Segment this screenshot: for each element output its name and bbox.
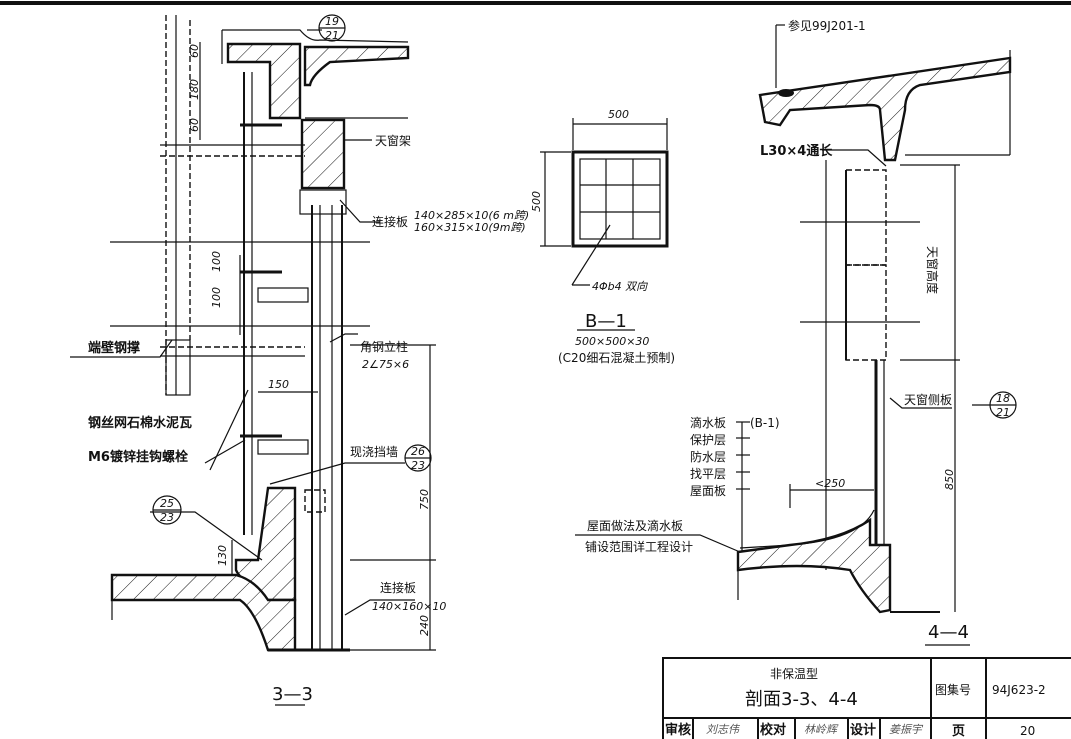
title-subtitle: 非保温型	[770, 667, 818, 681]
label-connector-spec-6m: 140×285×10(6 m跨)	[414, 209, 529, 222]
dim-750: 750	[418, 489, 431, 510]
detail-ref-25-23: 25 23	[152, 495, 182, 525]
label-reference: 参见99J201-1	[788, 18, 866, 33]
detail-ref-26-23: 26 23	[404, 444, 432, 472]
label-connector-plate-2: 连接板	[380, 580, 416, 595]
layer-protection: 保护层	[690, 433, 726, 447]
layer-roof-slab: 屋面板	[690, 484, 726, 498]
atlas-number: 94J623-2	[992, 683, 1046, 697]
ref-top: 18	[996, 392, 1010, 405]
label-skylight-height: 天窗高度	[925, 246, 940, 294]
design-signature: 姜振宇	[889, 723, 924, 736]
label-gable-truss: 端壁钢撑	[88, 340, 140, 356]
detail-b1-title: B—1	[585, 311, 627, 332]
label-angle-steel: L30×4通长	[760, 143, 833, 159]
detail-b1: 500 500 4Φb4 双向 B—1 500×500×30 (C20细石混凝土…	[530, 108, 675, 365]
ref-bottom: 23	[411, 459, 425, 472]
label-angle-column: 角钢立柱	[360, 339, 408, 354]
label-cast-wall: 现浇挡墙	[350, 445, 398, 459]
dim-500-height: 500	[530, 191, 543, 212]
section-3-3-dimensions: 60 180 60 100 100 150 130 750 240	[188, 44, 431, 636]
dim-100: 100	[210, 287, 223, 308]
detail-ref-19-21: 19 21	[318, 14, 346, 42]
ref-top: 25	[160, 497, 174, 510]
label-side-panel: 天窗侧板	[904, 393, 952, 407]
dim-850: 850	[943, 469, 956, 490]
section-3-3-title: 3—3	[272, 684, 313, 705]
review-label: 审核	[665, 722, 691, 738]
dim-240: 240	[418, 615, 431, 636]
detail-b1-material: (C20细石混凝土预制)	[558, 350, 675, 365]
ref-bottom: 21	[996, 406, 1010, 419]
dim-130: 130	[216, 545, 229, 566]
title-block: 非保温型 剖面3-3、4-4 图集号 94J623-2 页 20 审核 校对 设…	[662, 657, 1071, 739]
title-main: 剖面3-3、4-4	[745, 689, 858, 710]
ref-bottom: 21	[325, 29, 339, 42]
label-angle-spec: 2∠75×6	[362, 358, 409, 371]
check-label: 校对	[760, 722, 786, 738]
label-connector-spec-9m: 160×315×10(9m跨)	[414, 221, 526, 234]
atlas-label: 图集号	[935, 682, 971, 697]
dim-100: 100	[210, 251, 223, 272]
ref-bottom: 23	[160, 511, 174, 524]
layer-waterproof: 防水层	[690, 449, 726, 464]
dim-500-width: 500	[608, 108, 629, 121]
roof-layer-list: 滴水板 保护层 防水层 找平层 屋面板 (B-1)	[690, 415, 780, 498]
layer-ref-b1: (B-1)	[750, 416, 780, 430]
section-4-4	[575, 24, 1012, 646]
page-number: 20	[1020, 724, 1035, 738]
label-connector-plate: 连接板	[372, 214, 408, 229]
ref-top: 19	[325, 15, 339, 28]
detail-b1-size: 500×500×30	[575, 335, 649, 348]
dim-150: 150	[268, 378, 289, 391]
dim-60: 60	[188, 44, 201, 58]
dim-60: 60	[188, 118, 201, 132]
dim-250: <250	[815, 477, 845, 490]
layer-drip-board: 滴水板	[690, 415, 726, 430]
review-signature: 刘志伟	[706, 723, 741, 736]
check-signature: 林岭辉	[804, 723, 839, 736]
label-asbestos-tile: 钢丝网石棉水泥瓦	[88, 415, 192, 431]
section-3-3	[70, 15, 436, 706]
design-label: 设计	[850, 722, 876, 738]
note-line-2: 铺设范围详工程设计	[585, 539, 693, 554]
section-4-4-title: 4—4	[928, 622, 969, 643]
page-label: 页	[952, 724, 965, 739]
section-3-3-labels: 天窗架 连接板 140×285×10(6 m跨) 160×315×10(9m跨)…	[88, 134, 529, 613]
note-line-1: 屋面做法及滴水板	[587, 518, 683, 533]
dim-180: 180	[188, 79, 201, 100]
ref-top: 26	[411, 445, 425, 458]
label-skylight-frame: 天窗架	[375, 134, 411, 148]
layer-leveling: 找平层	[690, 467, 726, 481]
detail-ref-18-21: 18 21	[989, 391, 1017, 419]
label-rebar: 4Φb4 双向	[592, 280, 648, 293]
label-hook-bolt: M6镀锌挂钩螺栓	[88, 449, 188, 465]
label-connector-spec-2: 140×160×10	[372, 600, 446, 613]
